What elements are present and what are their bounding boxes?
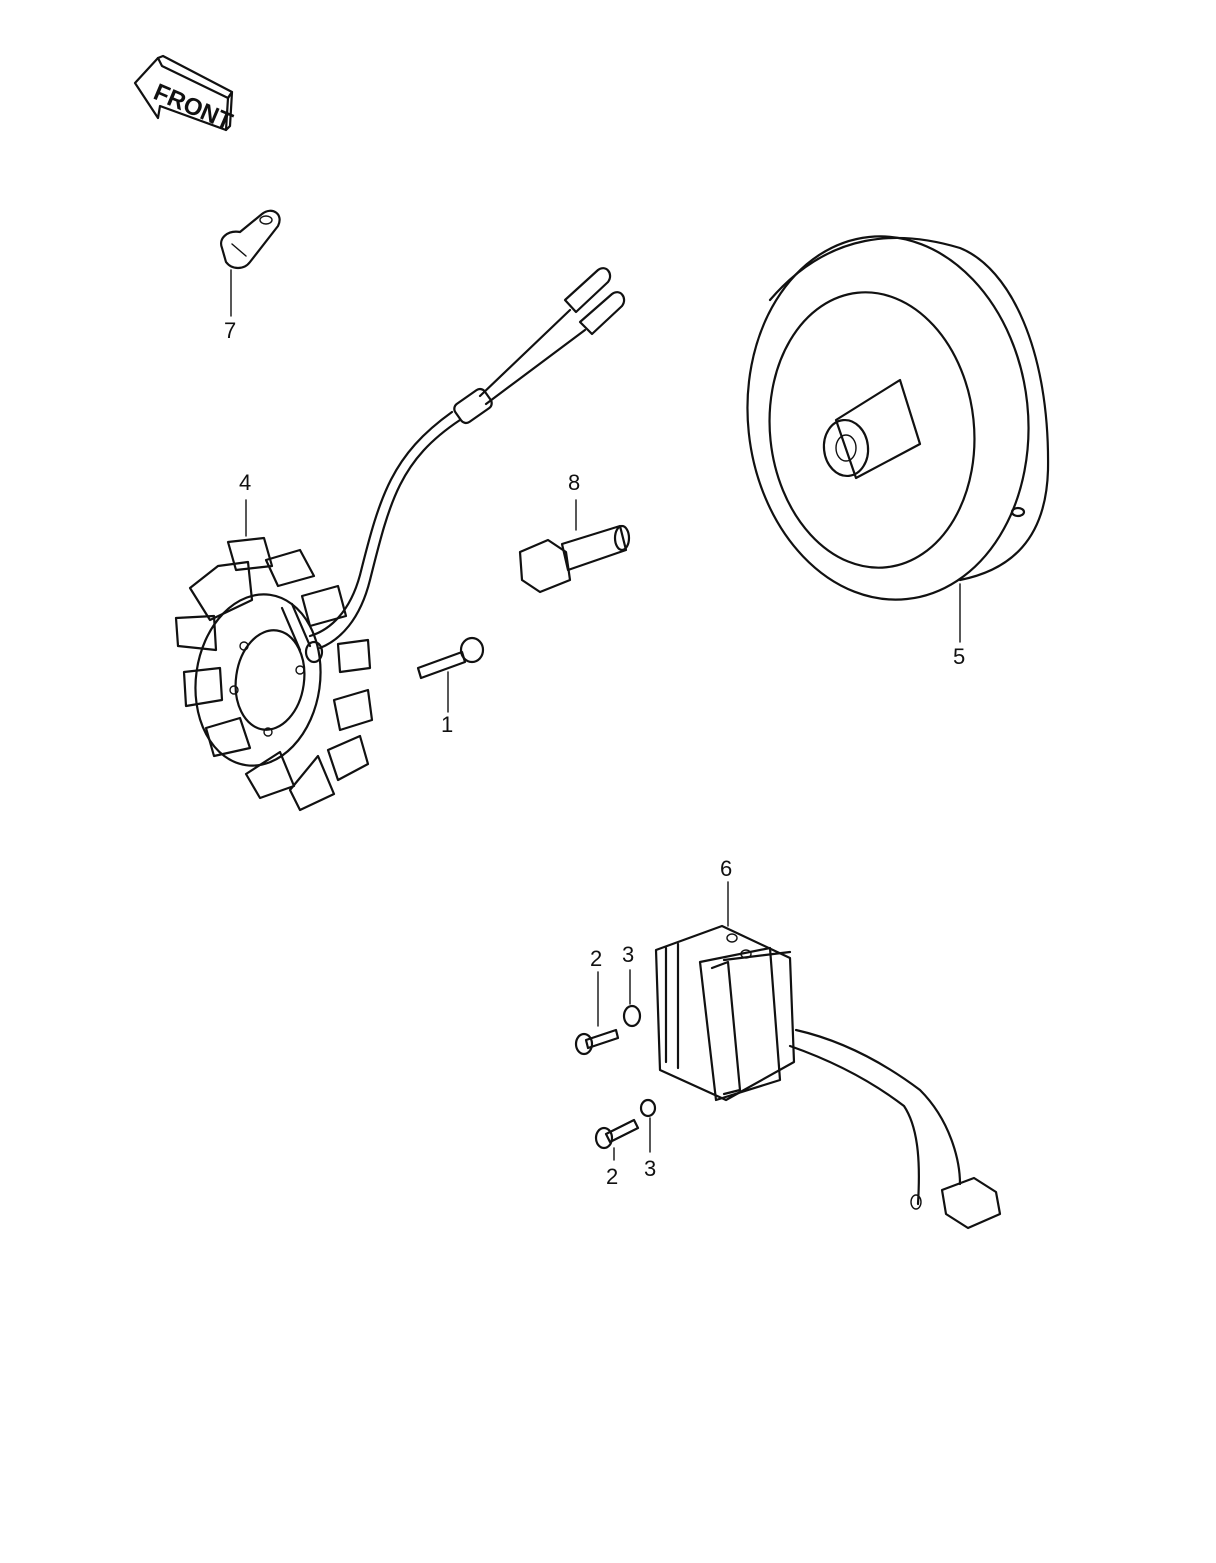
front-arrow-icon: FRONT bbox=[133, 54, 237, 136]
part-5-rotor: 5 bbox=[746, 235, 1050, 669]
part-3-washer-lower: 3 bbox=[639, 1098, 656, 1181]
part-2-bolt-lower: 2 bbox=[594, 1118, 640, 1189]
callout-4: 4 bbox=[239, 470, 251, 495]
callout-2-lower: 2 bbox=[606, 1164, 618, 1189]
callout-3-lower: 3 bbox=[644, 1156, 656, 1181]
part-6-regulator: 6 bbox=[654, 856, 1002, 1230]
callout-8: 8 bbox=[568, 470, 580, 495]
callout-2-upper: 2 bbox=[590, 946, 602, 971]
part-7-clamp: 7 bbox=[220, 209, 281, 343]
part-1-screw: 1 bbox=[416, 636, 485, 737]
callout-5: 5 bbox=[953, 644, 965, 669]
callout-6: 6 bbox=[720, 856, 732, 881]
part-2-bolt-upper: 2 bbox=[574, 946, 620, 1056]
part-8-bolt: 8 bbox=[518, 470, 631, 594]
part-3-washer-upper: 3 bbox=[622, 942, 642, 1028]
callout-7: 7 bbox=[224, 318, 236, 343]
callout-3-upper: 3 bbox=[622, 942, 634, 967]
callout-1: 1 bbox=[441, 712, 453, 737]
part-4-stator: 4 bbox=[174, 267, 626, 812]
